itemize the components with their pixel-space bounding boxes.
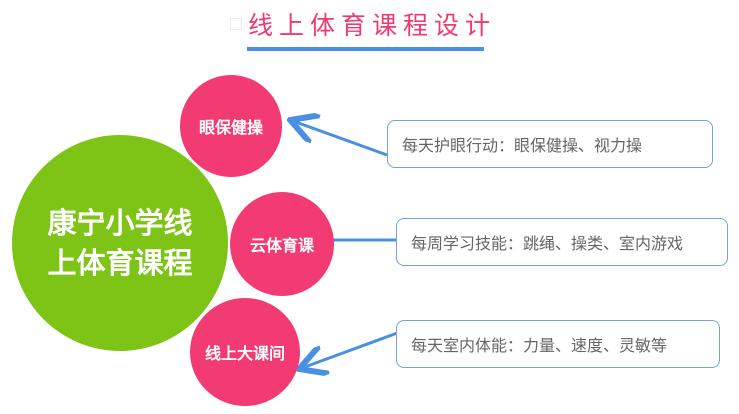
branch-label: 线上大课间 (204, 344, 285, 363)
detail-box-1: 每天护眼行动：眼保健操、视力操 (387, 120, 713, 168)
arrow-1 (293, 121, 388, 157)
detail-box-3: 每天室内体能：力量、速度、灵敏等 (396, 320, 720, 368)
detail-box-2: 每周学习技能：跳绳、操类、室内游戏 (396, 218, 728, 266)
center-circle: 康宁小学线上体育课程 (12, 135, 228, 351)
branch-online-pe: 云体育课 (230, 192, 334, 296)
branch-label: 眼保健操 (198, 118, 263, 137)
title-marker (230, 18, 242, 30)
detail-text: 每天室内体能：力量、速度、灵敏等 (411, 336, 668, 355)
detail-text: 每天护眼行动：眼保健操、视力操 (402, 136, 643, 155)
center-label: 康宁小学线上体育课程 (47, 206, 193, 280)
branch-big-break: 线上大课间 (190, 298, 300, 406)
detail-text: 每周学习技能：跳绳、操类、室内游戏 (411, 234, 684, 253)
page-title: 线上体育课程设计 (248, 11, 497, 40)
branch-label: 云体育课 (249, 236, 314, 255)
title-underline (247, 47, 484, 51)
branch-eye-exercise: 眼保健操 (180, 75, 282, 177)
arrow-3 (302, 330, 401, 368)
